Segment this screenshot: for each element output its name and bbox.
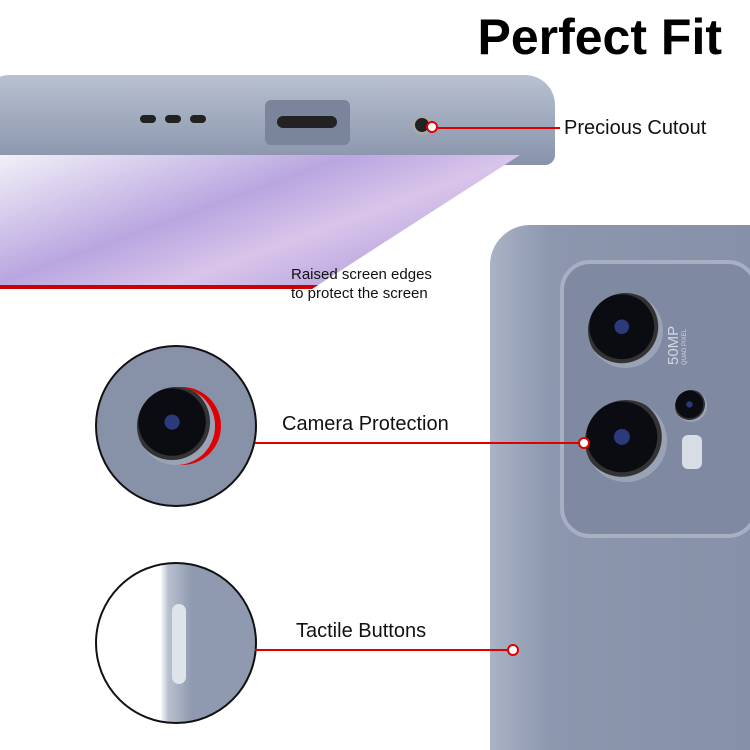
camera-detail-circle: [95, 345, 257, 507]
flash: [682, 435, 702, 469]
usb-port-cutout: [265, 100, 350, 145]
small-lens: [675, 390, 707, 422]
cutout-line: [438, 127, 560, 129]
phone-back: 50MP QUAD PIXEL: [490, 225, 750, 750]
button-detail: [172, 604, 186, 684]
main-lens: [588, 293, 663, 368]
secondary-lens: [585, 400, 667, 482]
camera-marker: [578, 437, 590, 449]
camera-module: [560, 260, 750, 538]
cutout-marker: [426, 121, 438, 133]
edges-label-line1: Raised screen edges: [291, 266, 432, 283]
phone-top-edge: [0, 75, 555, 290]
headline: Perfect Fit: [477, 9, 722, 65]
buttons-detail-circle: [95, 562, 257, 724]
cutout-label: Precious Cutout: [564, 117, 707, 139]
buttons-label: Tactile Buttons: [296, 620, 427, 642]
edges-label-line2: to protect the screen: [291, 285, 428, 302]
buttons-line: [255, 649, 510, 651]
camera-badge: 50MP QUAD PIXEL: [665, 325, 688, 365]
buttons-marker: [507, 644, 519, 656]
camera-line: [255, 442, 580, 444]
camera-label: Camera Protection: [282, 413, 449, 435]
edges-label: Raised screen edges to protect the scree…: [291, 265, 432, 303]
camera-detail-lens: [137, 387, 215, 465]
